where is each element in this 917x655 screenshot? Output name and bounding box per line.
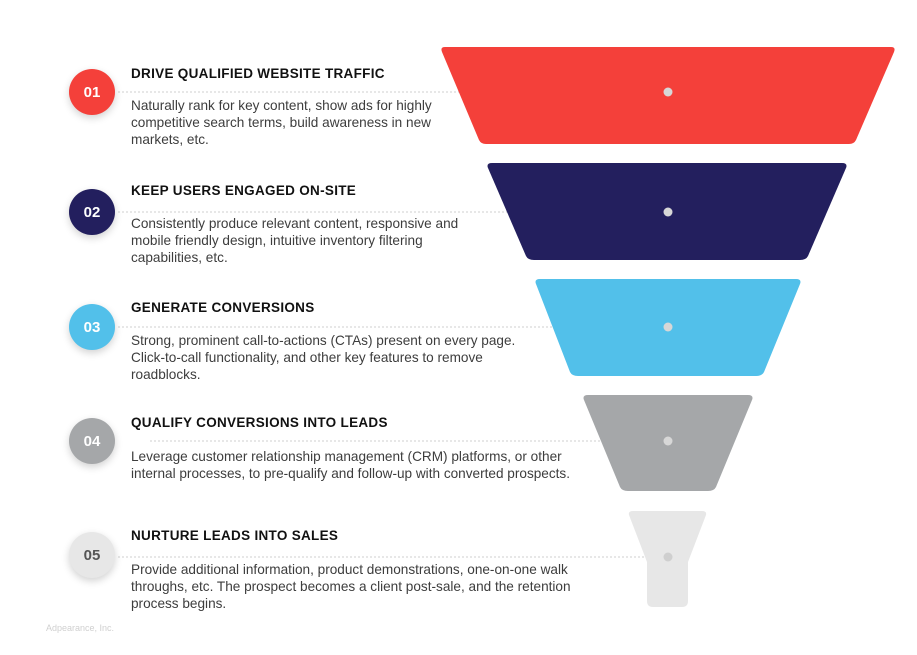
connector-dot-3 <box>663 322 673 332</box>
step-number-badge-2: 02 <box>69 189 115 235</box>
step-title-5: NURTURE LEADS INTO SALES <box>131 528 339 543</box>
footer-credit: Adpearance, Inc. <box>46 623 115 633</box>
connector-dot-4 <box>663 436 673 446</box>
step-description-2: Consistently produce relevant content, r… <box>131 216 459 265</box>
step-description-4: Leverage customer relationship managemen… <box>131 449 571 481</box>
step-title-3: GENERATE CONVERSIONS <box>131 300 315 315</box>
step-description-1: Naturally rank for key content, show ads… <box>131 98 432 147</box>
step-number-badge-1: 01 <box>69 69 115 115</box>
step-number-badge-4: 04 <box>69 418 115 464</box>
step-description-5: Provide additional information, product … <box>131 562 571 611</box>
step-title-1: DRIVE QUALIFIED WEBSITE TRAFFIC <box>131 66 385 81</box>
connector-dot-5 <box>663 552 673 562</box>
connector-dot-2 <box>663 207 673 217</box>
step-title-2: KEEP USERS ENGAGED ON-SITE <box>131 183 357 198</box>
step-title-4: QUALIFY CONVERSIONS INTO LEADS <box>131 415 388 430</box>
step-description-3: Strong, prominent call-to-actions (CTAs)… <box>131 333 516 382</box>
step-number-badge-5: 05 <box>69 532 115 578</box>
step-number-badge-3: 03 <box>69 304 115 350</box>
connector-dot-1 <box>663 87 673 97</box>
